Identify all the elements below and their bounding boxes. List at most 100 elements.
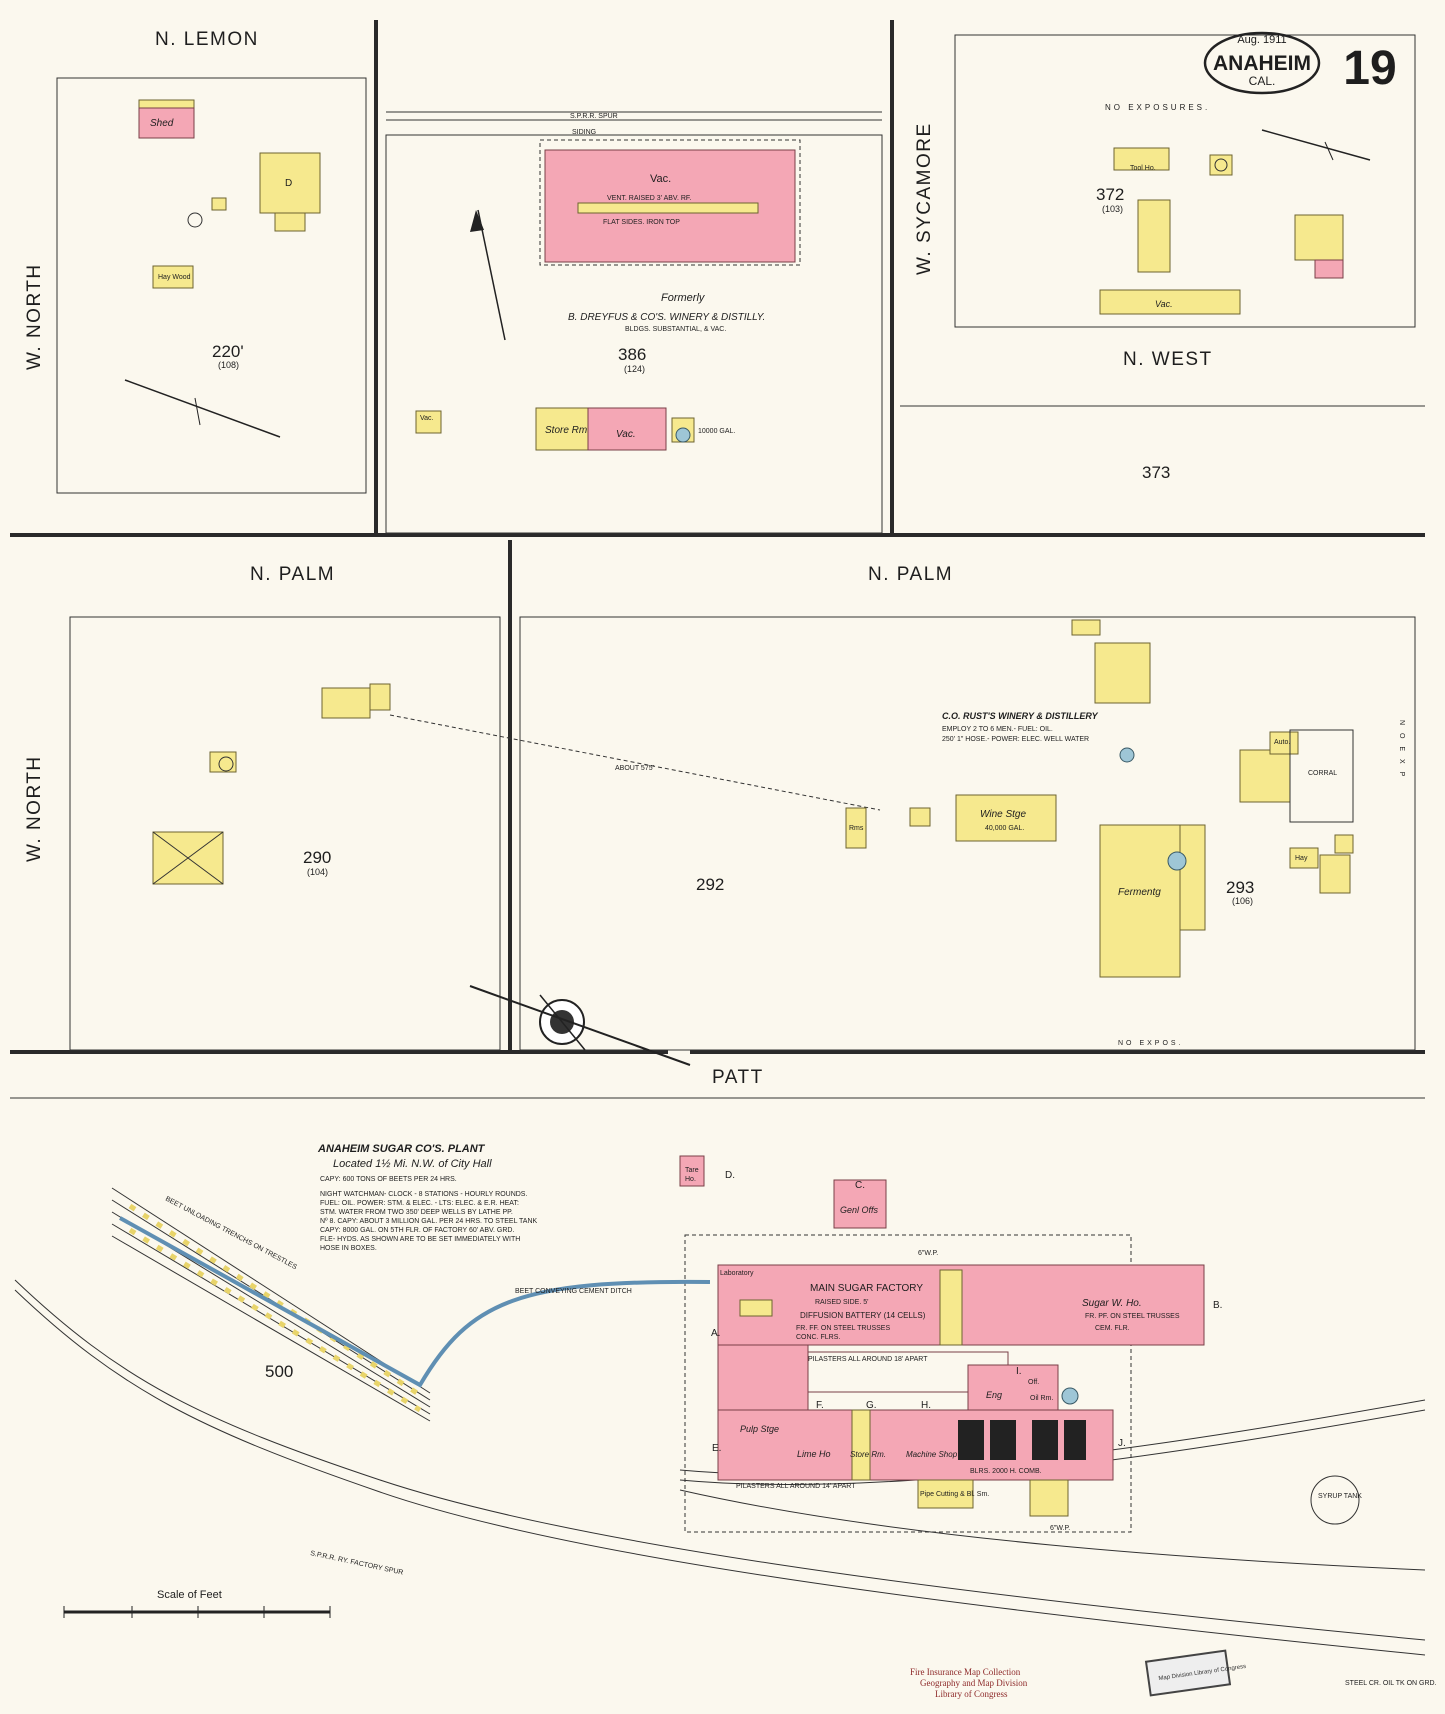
- ms-line2: DIFFUSION BATTERY (14 CELLS): [800, 1311, 926, 1320]
- vac-main-label: Vac.: [650, 173, 671, 185]
- block-293-sub: (106): [1232, 896, 1253, 906]
- sugar-plant-notes: ANAHEIM SUGAR CO'S. PLANT Located 1½ Mi.…: [317, 1143, 538, 1252]
- map-date: Aug. 1911: [1237, 34, 1286, 46]
- store-rm-label: Store Rm.: [545, 425, 590, 436]
- wp1-label: 6"W.P.: [918, 1250, 938, 1257]
- letter-i: I.: [1016, 1366, 1022, 1377]
- pilasters-top-label: PILASTERS ALL AROUND 18' APART: [808, 1356, 928, 1363]
- machine-shop-label: Machine Shop: [906, 1450, 958, 1459]
- tank-10000-label: 10000 GAL.: [698, 428, 735, 435]
- letter-b: B.: [1213, 1300, 1222, 1311]
- dreyfus-sub-label: BLDGS. SUBSTANTIAL, & VAC.: [625, 326, 726, 333]
- compass-rose-icon: [469, 985, 691, 1066]
- block-290-sub: (104): [307, 867, 328, 877]
- block-220-sub: (108): [218, 360, 239, 370]
- block-292: 292: [696, 875, 724, 894]
- shed-label: Shed: [150, 118, 174, 129]
- block-372-buildings: NO EXPOSURES. Tool Ho. Vac.: [1099, 103, 1344, 315]
- block-500: 500: [265, 1362, 293, 1381]
- hay-label: Hay: [1295, 855, 1308, 862]
- rust-line2: 250' 1" HOSE.- POWER: ELEC. WELL WATER: [942, 736, 1089, 743]
- block-293: 293: [1226, 878, 1254, 897]
- auto-label: Auto.: [1274, 739, 1290, 746]
- oil-rm-label: Oil Rm.: [1030, 1395, 1053, 1402]
- tare-ho-label: Ho.: [685, 1176, 696, 1183]
- library-stamp: Fire Insurance Map Collection Geography …: [910, 1649, 1437, 1699]
- stamp-line1: Fire Insurance Map Collection: [910, 1667, 1021, 1677]
- pilasters-bot-label: PILASTERS ALL AROUND 14' APART: [736, 1483, 856, 1490]
- hay-wood-label: Hay Wood: [158, 274, 191, 281]
- street-w-north-top: W. NORTH: [24, 263, 45, 370]
- block-372: 372: [1096, 185, 1124, 204]
- dwelling-label: D: [285, 178, 292, 189]
- block-220-buildings: Shed D Hay Wood: [138, 99, 321, 289]
- letter-h: H.: [921, 1400, 931, 1411]
- pulp-stge-label: Pulp Stge: [740, 1424, 779, 1434]
- stamp-line3: Library of Congress: [935, 1689, 1008, 1699]
- block-386: 386: [618, 345, 646, 364]
- dreyfus-label: B. DREYFUS & CO'S. WINERY & DISTILLY.: [568, 312, 765, 323]
- sugar-line8: HOSE IN BOXES.: [320, 1245, 377, 1252]
- fermentg-label: Fermentg: [1118, 887, 1161, 898]
- block-220: 220': [212, 342, 244, 361]
- off-label: Off.: [1028, 1379, 1039, 1386]
- tool-ho-label: Tool Ho.: [1130, 165, 1156, 172]
- sugar-line6: CAPY: 8000 GAL. ON 5TH FLR. OF FACTORY 6…: [320, 1227, 514, 1234]
- street-n-palm-left: N. PALM: [250, 564, 335, 585]
- wine-stge-label: Wine Stge: [980, 809, 1026, 820]
- street-w-north-mid: W. NORTH: [24, 755, 45, 862]
- sugar-title: ANAHEIM SUGAR CO'S. PLANT: [317, 1143, 486, 1155]
- letter-c: C.: [855, 1180, 865, 1191]
- map-city: ANAHEIM: [1213, 52, 1311, 75]
- no-expos-label: NO EXPOS.: [1118, 1040, 1184, 1047]
- letter-f: F.: [816, 1400, 824, 1411]
- letter-e: E.: [712, 1443, 721, 1454]
- stamp-line2: Geography and Map Division: [920, 1678, 1028, 1688]
- spur-label: S.P.R.R. SPUR: [570, 113, 618, 120]
- no-exp-right-label: N O E X P: [1398, 720, 1405, 779]
- street-patt: PATT: [712, 1067, 764, 1088]
- rust-line1: EMPLOY 2 TO 6 MEN.- FUEL: OIL.: [942, 726, 1053, 733]
- genl-offs-label: Genl Offs: [840, 1205, 879, 1215]
- about-575-label: ABOUT 575': [615, 765, 654, 772]
- north-arrow-icon: [124, 129, 1371, 438]
- scale-label: Scale of Feet: [157, 1589, 222, 1601]
- letter-a: A.: [711, 1328, 720, 1339]
- no-exposures-label: NO EXPOSURES.: [1105, 103, 1210, 112]
- street-n-west: N. WEST: [1123, 349, 1213, 370]
- sugar-line7: FLE- HYDS. AS SHOWN ARE TO BE SET IMMEDI…: [320, 1236, 520, 1243]
- letter-j: J.: [1118, 1438, 1126, 1449]
- sugar-line2: NIGHT WATCHMAN- CLOCK - 8 STATIONS - HOU…: [320, 1191, 527, 1198]
- formerly-label: Formerly: [661, 292, 706, 304]
- sheet-header: Aug. 1911 ANAHEIM CAL. 19: [1203, 31, 1397, 95]
- sugar-line4: STM. WATER FROM TWO 350' DEEP WELLS BY L…: [320, 1209, 513, 1216]
- block-386-sub: (124): [624, 364, 645, 374]
- block-293-buildings: C.O. RUST'S WINERY & DISTILLERY EMPLOY 2…: [845, 619, 1405, 1047]
- block-373: 373: [1142, 463, 1170, 482]
- ms-line1: RAISED SIDE. 5': [815, 1299, 868, 1306]
- ms-line3: FR. FF. ON STEEL TRUSSES: [796, 1325, 890, 1332]
- lime-ho-label: Lime Ho: [797, 1449, 831, 1459]
- sugar-location: Located 1½ Mi. N.W. of City Hall: [333, 1158, 492, 1170]
- steel-oil-label: STEEL CR. OIL TK ON GRD.: [1345, 1680, 1437, 1687]
- street-labels: N. LEMON W. NORTH W. SYCAMORE N. WEST N.…: [24, 29, 1213, 1088]
- swh-line1: FR. PF. ON STEEL TRUSSES: [1085, 1313, 1180, 1320]
- laboratory-label: Laboratory: [720, 1270, 754, 1277]
- rust-title: C.O. RUST'S WINERY & DISTILLERY: [942, 711, 1099, 721]
- swh-line2: CEM. FLR.: [1095, 1325, 1130, 1332]
- syrup-tank-label: SYRUP TANK: [1318, 1493, 1362, 1500]
- letter-d: D.: [725, 1170, 735, 1181]
- block-290: 290: [303, 848, 331, 867]
- ms-line4: CONC. FLRS.: [796, 1334, 840, 1341]
- scale-bar: Scale of Feet: [63, 1589, 331, 1618]
- vac-bldg3-label: Vac.: [616, 429, 636, 440]
- wp2-label: 6"W.P.: [1050, 1525, 1070, 1532]
- sugar-plant-buildings: Genl Offs Tare Ho. MAIN SUGAR FACTORY RA…: [679, 1155, 1362, 1532]
- letter-g: G.: [866, 1400, 877, 1411]
- vac-small-label: Vac.: [420, 415, 434, 422]
- sheet-number: 19: [1343, 42, 1396, 95]
- store-rm2-label: Store Rm.: [850, 1450, 886, 1459]
- street-n-lemon: N. LEMON: [155, 29, 259, 50]
- block-290-buildings: ABOUT 575': [152, 683, 881, 885]
- block-372-sub: (103): [1102, 204, 1123, 214]
